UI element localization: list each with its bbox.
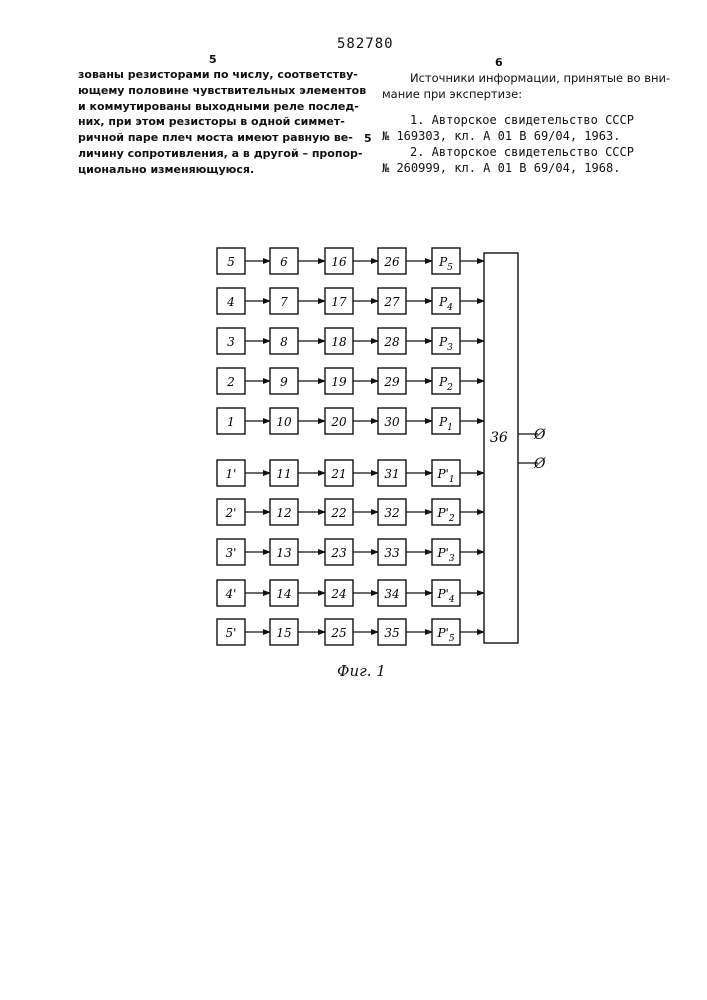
diagram-row: 5'152535P'5 bbox=[217, 619, 484, 645]
block-label: 3 bbox=[227, 335, 235, 349]
figure-caption: Фиг. 1 bbox=[337, 662, 386, 680]
block-label: 2 bbox=[226, 375, 235, 389]
block-label: 1 bbox=[227, 415, 235, 429]
output-terminal-2: Ø bbox=[533, 456, 546, 472]
block-label: 25 bbox=[330, 626, 346, 640]
diagram-row: 291929P2 bbox=[217, 368, 484, 394]
block-label: 30 bbox=[384, 415, 400, 429]
diagram-row: 2'122232P'2 bbox=[217, 499, 484, 525]
block-label: 5' bbox=[226, 626, 237, 640]
diagram-row: 561626P5 bbox=[217, 248, 484, 274]
block-label: 23 bbox=[330, 546, 347, 560]
diagram-rows: 561626P5471727P4381828P3291929P21102030P… bbox=[217, 248, 484, 645]
output-terminal-1: Ø bbox=[533, 427, 546, 443]
block-label: 3' bbox=[226, 546, 237, 560]
block-label: 24 bbox=[330, 587, 346, 601]
block-label: 35 bbox=[384, 626, 399, 640]
block-label: 11 bbox=[276, 467, 291, 481]
diagram-row: 4'142434P'4 bbox=[217, 580, 484, 606]
block-label: 22 bbox=[330, 506, 346, 520]
block-label: 2' bbox=[225, 506, 237, 520]
block-label: 10 bbox=[276, 415, 292, 429]
bus-block-label: 36 bbox=[490, 430, 508, 446]
diagram-row: 471727P4 bbox=[217, 288, 484, 314]
block-label: 15 bbox=[276, 626, 291, 640]
diagram-row: 381828P3 bbox=[217, 328, 484, 354]
block-label: 13 bbox=[276, 546, 292, 560]
block-label: 17 bbox=[331, 295, 347, 309]
block-label: 33 bbox=[384, 546, 400, 560]
block-label: 16 bbox=[331, 255, 347, 269]
block-label: 28 bbox=[383, 335, 400, 349]
block-label: 9 bbox=[280, 375, 288, 389]
bus-block-36 bbox=[484, 253, 518, 643]
block-label: 26 bbox=[383, 255, 400, 269]
block-label: 31 bbox=[384, 467, 399, 481]
block-label: 29 bbox=[383, 375, 400, 389]
block-label: 34 bbox=[384, 587, 399, 601]
block-label: 6 bbox=[280, 255, 288, 269]
block-label: 27 bbox=[383, 295, 400, 309]
diagram-row: 1'112131P'1 bbox=[217, 460, 484, 486]
block-label: 12 bbox=[276, 506, 291, 520]
block-label: 14 bbox=[276, 587, 291, 601]
block-label: 4 bbox=[226, 295, 235, 309]
diagram-row: 3'132333P'3 bbox=[217, 539, 484, 565]
block-label: 7 bbox=[280, 295, 288, 309]
block-label: 18 bbox=[331, 335, 347, 349]
block-label: 32 bbox=[384, 506, 399, 520]
block-label: 19 bbox=[331, 375, 347, 389]
block-label: 20 bbox=[330, 415, 347, 429]
block-label: 4' bbox=[225, 587, 237, 601]
diagram-row: 1102030P1 bbox=[217, 408, 484, 434]
block-label: 21 bbox=[330, 467, 346, 481]
block-label: 1' bbox=[226, 467, 237, 481]
block-label: 5 bbox=[227, 255, 235, 269]
block-label: 8 bbox=[280, 335, 288, 349]
